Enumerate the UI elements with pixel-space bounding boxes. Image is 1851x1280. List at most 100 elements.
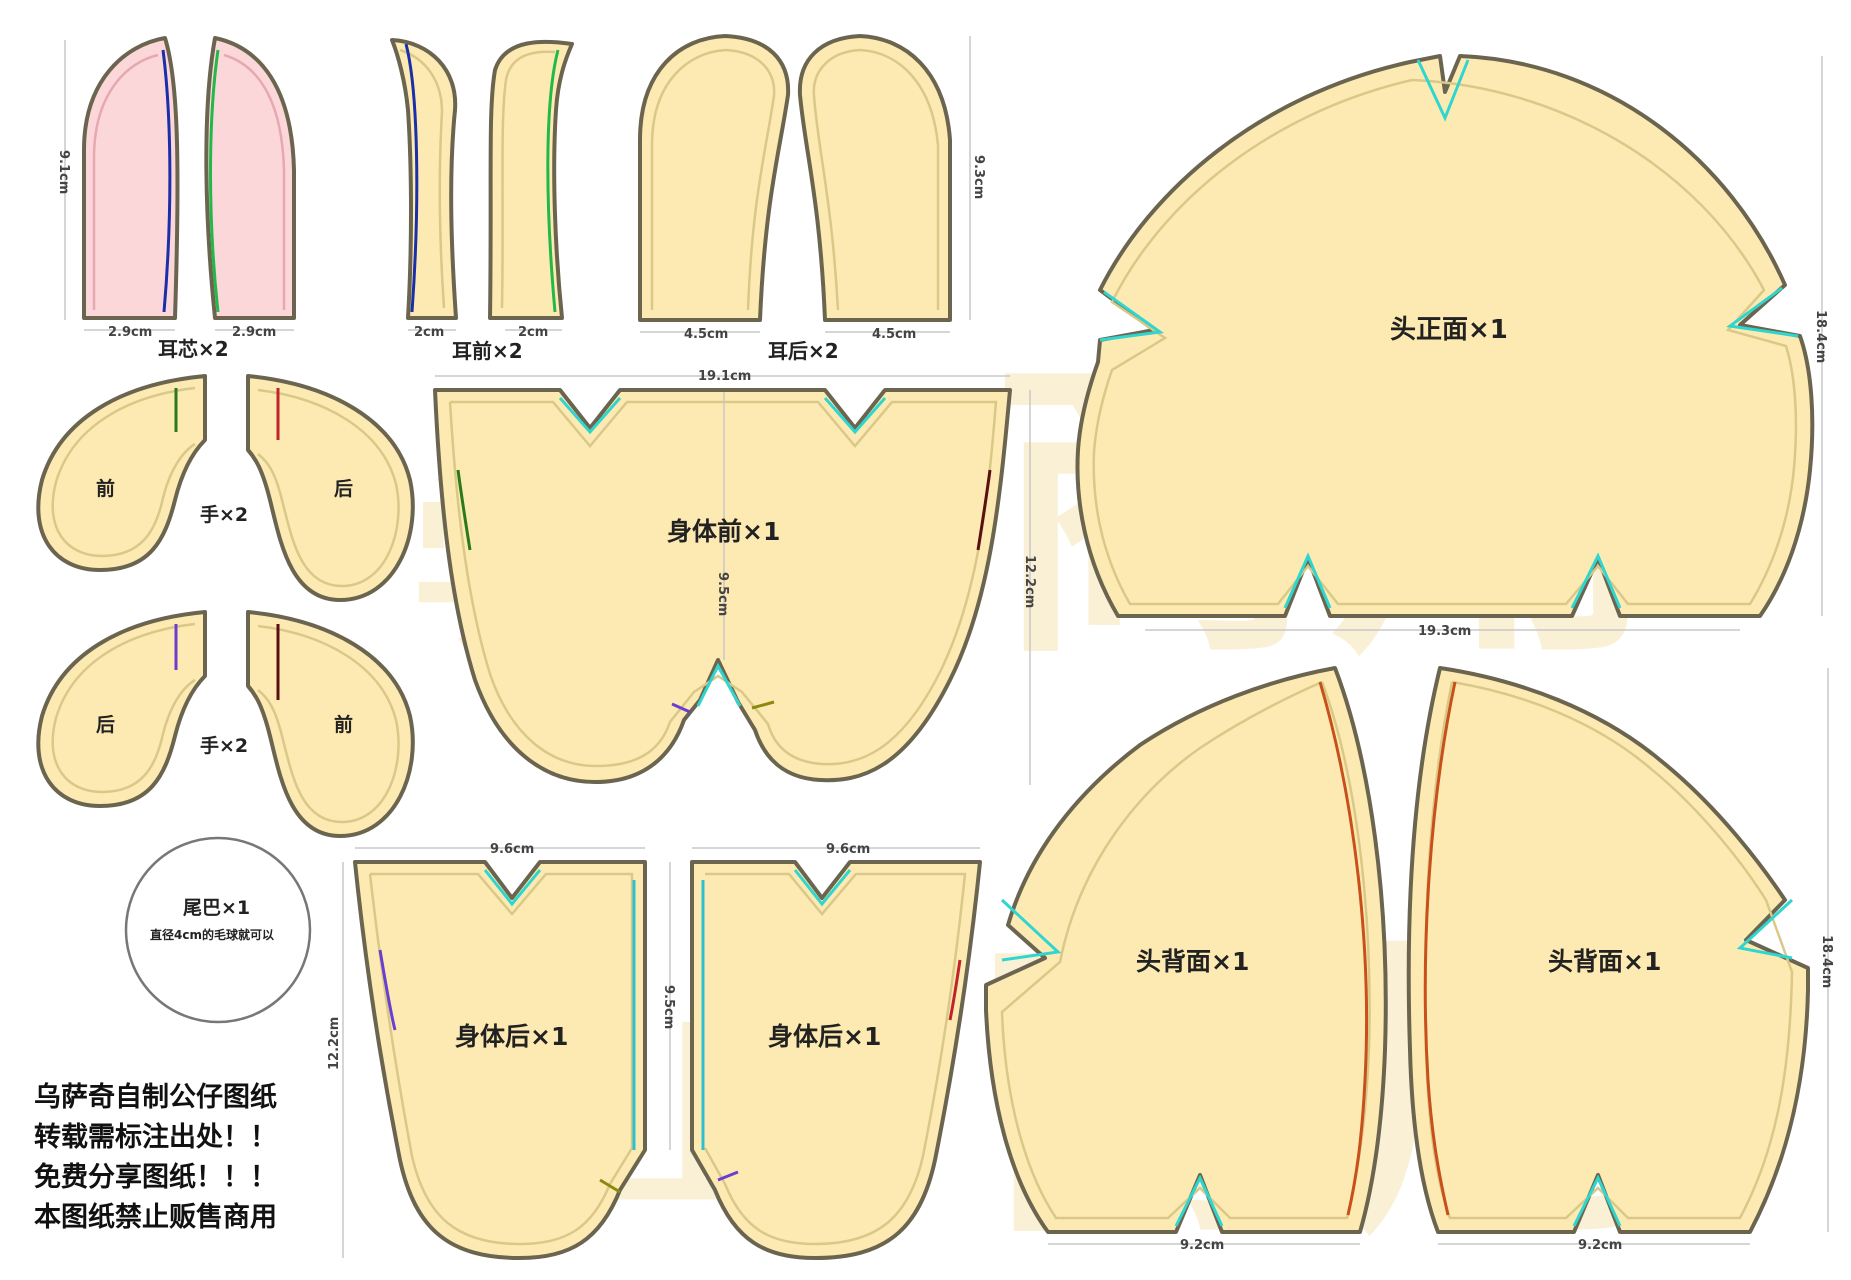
body-front-mark-bottom-left (671, 702, 691, 714)
hand-bottom-left (36, 610, 207, 808)
hand-top-label: 手×2 (200, 503, 248, 526)
hand-bottom-right-seam (257, 624, 400, 824)
body-back-left-label: 身体后×1 (455, 1022, 568, 1051)
tail-circle (124, 836, 312, 1024)
ear-core-label: 耳芯×2 (158, 337, 229, 361)
head-back-right-height: 18.4cm (1819, 935, 1834, 988)
head-front-main (1075, 54, 1815, 618)
head-front-shape: 19.3cm 18.4cm 头正面×1 (1075, 54, 1828, 639)
note-line-4: 本图纸禁止贩售商用 (34, 1202, 277, 1233)
body-back-left-width: 9.6cm (490, 842, 534, 857)
body-front-notch-1 (558, 397, 622, 435)
head-back-left-piece (984, 666, 1388, 1234)
body-front-notch-bottom (696, 662, 742, 707)
body-front-mark-right (976, 469, 992, 551)
body-back-left-height: 12.2cm (327, 1017, 342, 1070)
body-front: 19.1cm 12.2cm 9.5cm 身体前×1 (433, 369, 1037, 785)
head-back-right: 9.2cm 18.4cm 头背面×1 (1406, 666, 1834, 1253)
head-front-notch-top (1416, 59, 1470, 122)
head-back-right-notch-side (1736, 898, 1794, 960)
hand-top-left-text: 前 (96, 477, 115, 500)
body-front-mark-bottom-right (751, 700, 775, 710)
ear-core-right-mark (209, 49, 220, 313)
ear-back-right-seam (812, 48, 940, 311)
note-line-2: 转载需标注出处！！ (34, 1122, 277, 1153)
body-back-left-mark-bottom (599, 1178, 621, 1194)
ear-back-left (638, 34, 791, 322)
ear-core-right (204, 36, 296, 320)
hand-bottom-right (246, 610, 415, 838)
hand-bottom-left-seam (51, 622, 196, 794)
head-front-label: 头正面×1 (1390, 315, 1508, 345)
head-back-left-notch-bottom (1174, 1174, 1224, 1227)
body-back-left-seam (368, 872, 634, 1246)
ear-core-left (82, 36, 180, 320)
hand-top-right (246, 374, 415, 602)
body-back-right-piece (690, 860, 982, 1260)
tail-label: 尾巴×1 (183, 897, 250, 919)
head-back-left: 9.2cm 头背面×1 (984, 666, 1388, 1253)
body-back-left-notch (483, 869, 542, 907)
head-back-right-width: 9.2cm (1578, 1238, 1622, 1253)
hand-top-left (36, 374, 207, 572)
hand-bottom-left-text: 后 (96, 714, 115, 736)
ear-back-label: 耳后×2 (768, 339, 839, 363)
body-front-notch-2 (823, 397, 887, 435)
body-back-right: 9.6cm 9.5cm 身体后×1 (661, 842, 982, 1260)
hands-bottom: 后 前 手×2 (36, 610, 415, 838)
body-front-piece (433, 388, 1012, 784)
ear-core-width-b: 2.9cm (232, 325, 276, 340)
ear-core-right-seam (223, 53, 286, 310)
head-back-right-mark (1423, 681, 1457, 1216)
head-front-height: 18.4cm (1813, 310, 1828, 363)
hand-bottom-label: 手×2 (200, 734, 248, 757)
head-back-left-notch-side (1000, 898, 1062, 962)
hand-top-left-seam (51, 386, 196, 558)
hand-top-right-seam (257, 388, 400, 588)
body-back-right-mark-right (948, 959, 962, 1021)
body-back-right-notch (793, 869, 852, 907)
ear-front-label: 耳前×2 (452, 339, 523, 363)
ear-back-width-b: 4.5cm (872, 327, 916, 342)
ear-front: 2cm 2cm 耳前×2 (390, 38, 574, 363)
ear-front-width-b: 2cm (518, 325, 548, 340)
ear-front-left-mark (404, 43, 419, 313)
body-front-seam (448, 400, 998, 768)
ear-core-left-mark (161, 49, 172, 313)
ear-front-left-seam (399, 48, 446, 309)
ear-back-height: 9.3cm (971, 155, 986, 199)
head-front-notch-bottom-2 (1570, 552, 1622, 609)
ear-back-left-seam (650, 48, 776, 311)
body-back-left-piece (353, 860, 647, 1260)
ear-front-left (390, 38, 458, 320)
notes: 乌萨奇自制公仔图纸 转载需标注出处！！ 免费分享图纸！！！ 本图纸禁止贩售商用 (34, 1078, 334, 1238)
body-back-right-width: 9.6cm (826, 842, 870, 857)
body-back-right-label: 身体后×1 (768, 1022, 881, 1051)
head-back-left-mark (1318, 681, 1369, 1216)
head-front-notch-right (1726, 286, 1799, 338)
body-back-right-mark-bottom (717, 1170, 739, 1182)
head-front-width: 19.3cm (1418, 624, 1471, 639)
head-back-right-label: 头背面×1 (1548, 947, 1661, 976)
ear-core-width-a: 2.9cm (108, 325, 152, 340)
note-line-3: 免费分享图纸！！！ (34, 1162, 277, 1193)
ear-front-width-a: 2cm (414, 325, 444, 340)
tail-note: 直径4cm的毛球就可以 (150, 927, 274, 942)
ear-front-right-mark (546, 49, 560, 313)
body-back-left: 9.6cm 12.2cm 身体后×1 (327, 842, 647, 1260)
hands-top: 前 后 手×2 (36, 374, 415, 602)
ear-back-width-a: 4.5cm (684, 327, 728, 342)
head-back-left-width: 9.2cm (1180, 1238, 1224, 1253)
head-back-left-seam (1000, 680, 1371, 1220)
ear-core-height: 9.1cm (56, 150, 71, 194)
head-front-notch-bottom-1 (1283, 552, 1332, 609)
body-front-inner: 9.5cm (715, 572, 730, 616)
body-front-mark-left (456, 469, 472, 551)
ear-front-right-seam (500, 50, 556, 309)
body-front-label: 身体前×1 (667, 517, 780, 546)
hand-bottom-right-text: 前 (334, 713, 353, 736)
hand-top-right-text: 后 (334, 478, 353, 500)
ear-core: 9.1cm 2.9cm 2.9cm 耳芯×2 (56, 36, 296, 361)
body-back-right-seam (703, 872, 967, 1246)
